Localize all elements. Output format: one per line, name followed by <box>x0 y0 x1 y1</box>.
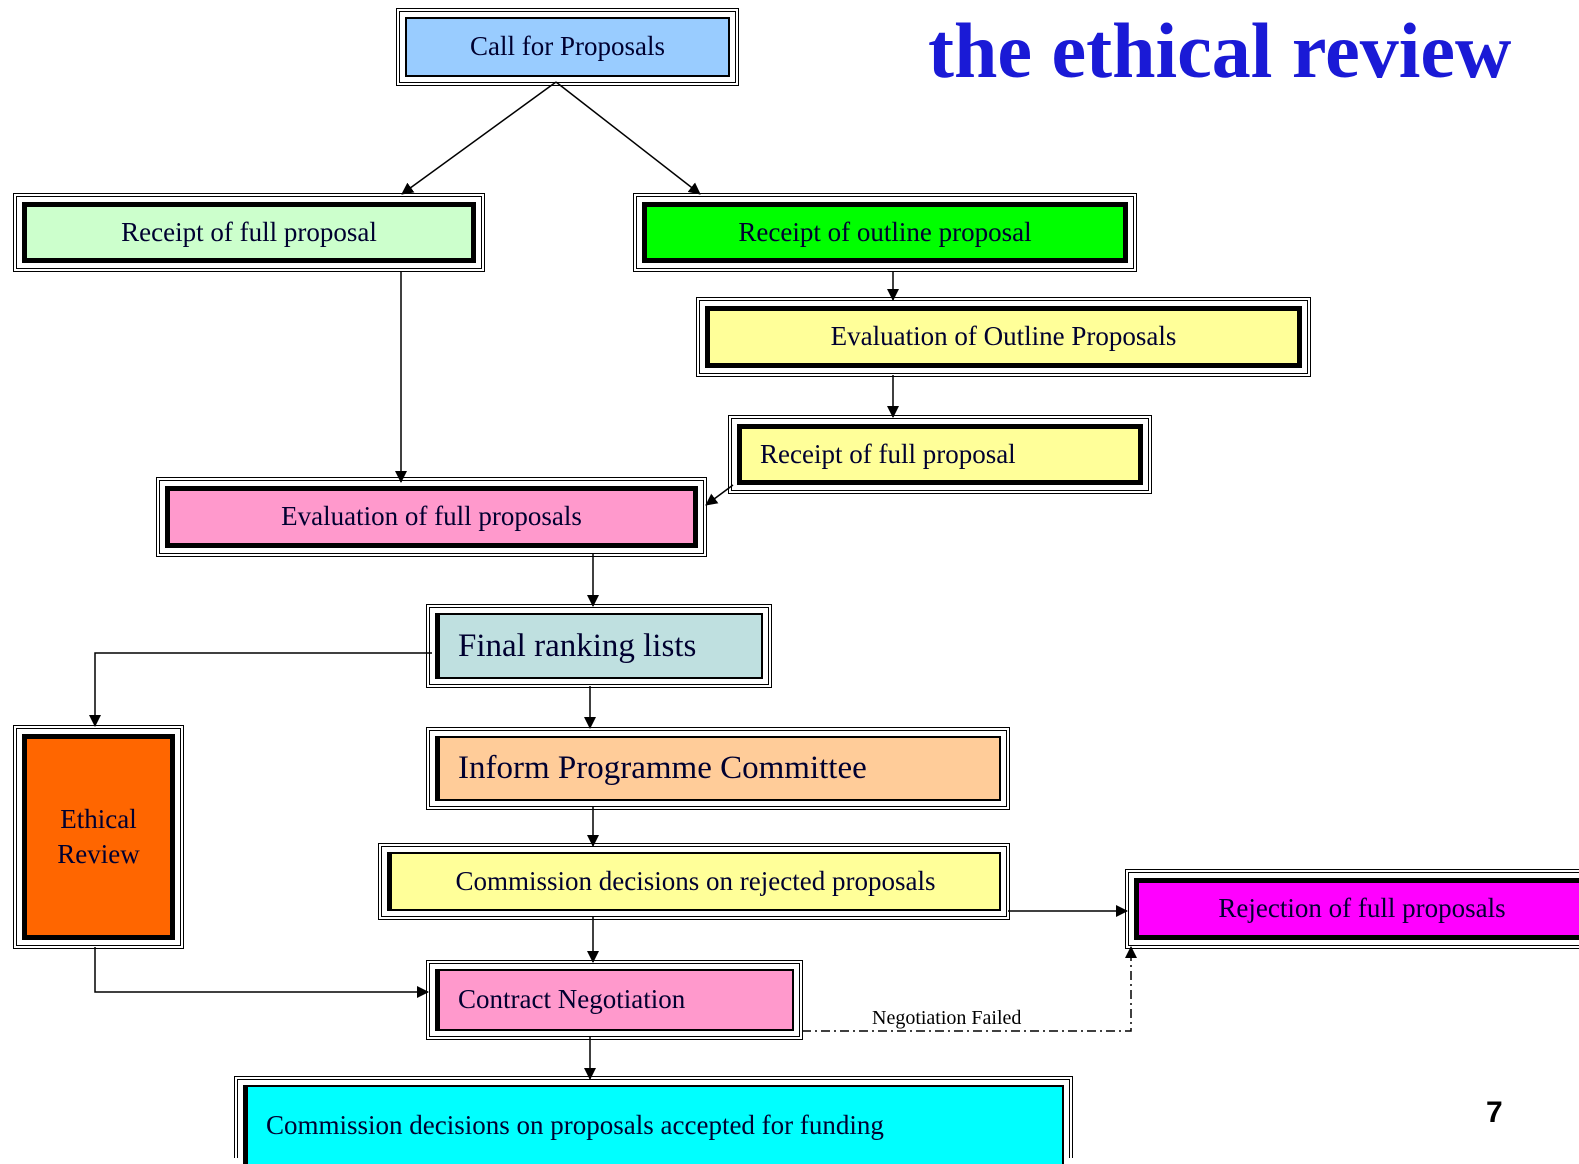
node-receipt-full-left-fill: Receipt of full proposal <box>22 202 476 263</box>
node-decisions-accepted-fill: Commission decisions on proposals accept… <box>243 1085 1064 1164</box>
node-receipt-full-left: Receipt of full proposal <box>13 193 485 272</box>
node-evaluation-outline: Evaluation of Outline Proposals <box>696 297 1311 377</box>
edge-ethical-to-contract <box>94 947 429 998</box>
edge-label-negotiation-failed: Negotiation Failed <box>872 1007 1022 1029</box>
node-evaluation-outline-fill: Evaluation of Outline Proposals <box>705 306 1302 368</box>
node-receipt-outline: Receipt of outline proposal <box>633 193 1137 272</box>
node-inform-programme-committee: Inform Programme Committee <box>426 727 1010 810</box>
node-rejection-full: Rejection of full proposals <box>1125 869 1579 949</box>
edge-call-to-full <box>401 81 557 195</box>
edge-ranking-to-ethical <box>89 652 432 727</box>
node-contract-negotiation: Contract Negotiation <box>426 960 803 1040</box>
node-final-ranking-label: Final ranking lists <box>458 627 697 664</box>
node-contract-negotiation-label: Contract Negotiation <box>458 984 686 1015</box>
node-call-for-proposals-label: Call for Proposals <box>470 31 665 62</box>
node-decisions-accepted-label: Commission decisions on proposals accept… <box>266 1109 884 1140</box>
node-decisions-rejected-label: Commission decisions on rejected proposa… <box>455 865 936 896</box>
node-call-for-proposals-fill: Call for Proposals <box>405 17 730 77</box>
node-receipt-outline-label: Receipt of outline proposal <box>738 216 1032 247</box>
node-decisions-accepted: Commission decisions on proposals accept… <box>234 1076 1073 1164</box>
node-decisions-rejected-fill: Commission decisions on rejected proposa… <box>387 852 1001 911</box>
node-inform-programme-committee-fill: Inform Programme Committee <box>435 736 1001 801</box>
node-receipt-full-right-fill: Receipt of full proposal <box>737 424 1143 485</box>
page-number: 7 <box>1486 1096 1503 1129</box>
node-evaluation-full: Evaluation of full proposals <box>156 477 707 557</box>
edge-contract-to-rejection-failed <box>802 946 1137 1032</box>
node-rejection-full-fill: Rejection of full proposals <box>1134 878 1579 940</box>
node-evaluation-full-label: Evaluation of full proposals <box>281 501 582 532</box>
node-receipt-outline-fill: Receipt of outline proposal <box>642 202 1128 263</box>
node-evaluation-full-fill: Evaluation of full proposals <box>165 486 698 548</box>
node-rejection-full-label: Rejection of full proposals <box>1218 893 1506 924</box>
node-receipt-full-left-label: Receipt of full proposal <box>121 216 377 247</box>
node-inform-programme-committee-label: Inform Programme Committee <box>458 750 867 787</box>
slide-title: the ethical review <box>928 7 1512 94</box>
node-ethical-review: Ethical Review <box>13 725 184 949</box>
node-receipt-full-right: Receipt of full proposal <box>728 415 1152 494</box>
node-decisions-rejected: Commission decisions on rejected proposa… <box>378 843 1010 920</box>
node-receipt-full-right-label: Receipt of full proposal <box>760 438 1016 469</box>
edge-call-to-outline <box>555 81 701 195</box>
node-final-ranking: Final ranking lists <box>426 604 772 688</box>
node-final-ranking-fill: Final ranking lists <box>435 613 763 679</box>
node-evaluation-outline-label: Evaluation of Outline Proposals <box>830 321 1177 352</box>
node-ethical-review-fill: Ethical Review <box>22 734 175 940</box>
node-call-for-proposals: Call for Proposals <box>396 8 739 86</box>
node-ethical-review-label: Ethical Review <box>57 803 140 869</box>
node-contract-negotiation-fill: Contract Negotiation <box>435 969 794 1031</box>
